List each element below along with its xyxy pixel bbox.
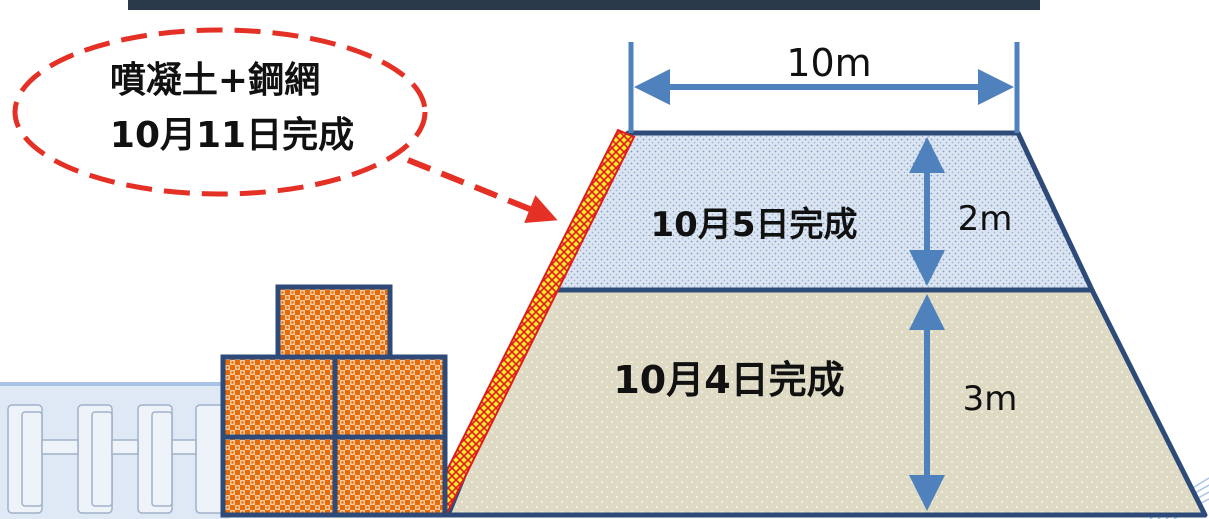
sandbag (332, 354, 448, 440)
sandbag (275, 284, 393, 360)
callout-line1: 噴凝土+鋼網 (110, 60, 320, 101)
sandbag (220, 354, 338, 440)
lower-layer (445, 287, 1208, 518)
sandbag (220, 434, 338, 518)
callout-ellipse (12, 27, 428, 197)
callout: 噴凝土+鋼網 10月11日完成 (12, 27, 558, 223)
upper-height-dimension: 2m (909, 137, 1013, 286)
upper-height-label: 2m (958, 199, 1013, 239)
width-label: 10m (786, 41, 871, 85)
header-bar (128, 0, 1040, 10)
seawall-blocks (0, 382, 230, 519)
sandbag (332, 434, 448, 518)
lower-layer-label: 10月4日完成 (613, 358, 844, 402)
callout-pointer (406, 157, 558, 223)
callout-line2: 10月11日完成 (110, 115, 354, 156)
width-dimension: 10m (628, 41, 1020, 133)
lower-height-label: 3m (963, 379, 1018, 419)
upper-layer-label: 10月5日完成 (651, 205, 858, 245)
sandbag-stack (220, 284, 448, 518)
lower-height-dimension: 3m (909, 294, 1018, 511)
